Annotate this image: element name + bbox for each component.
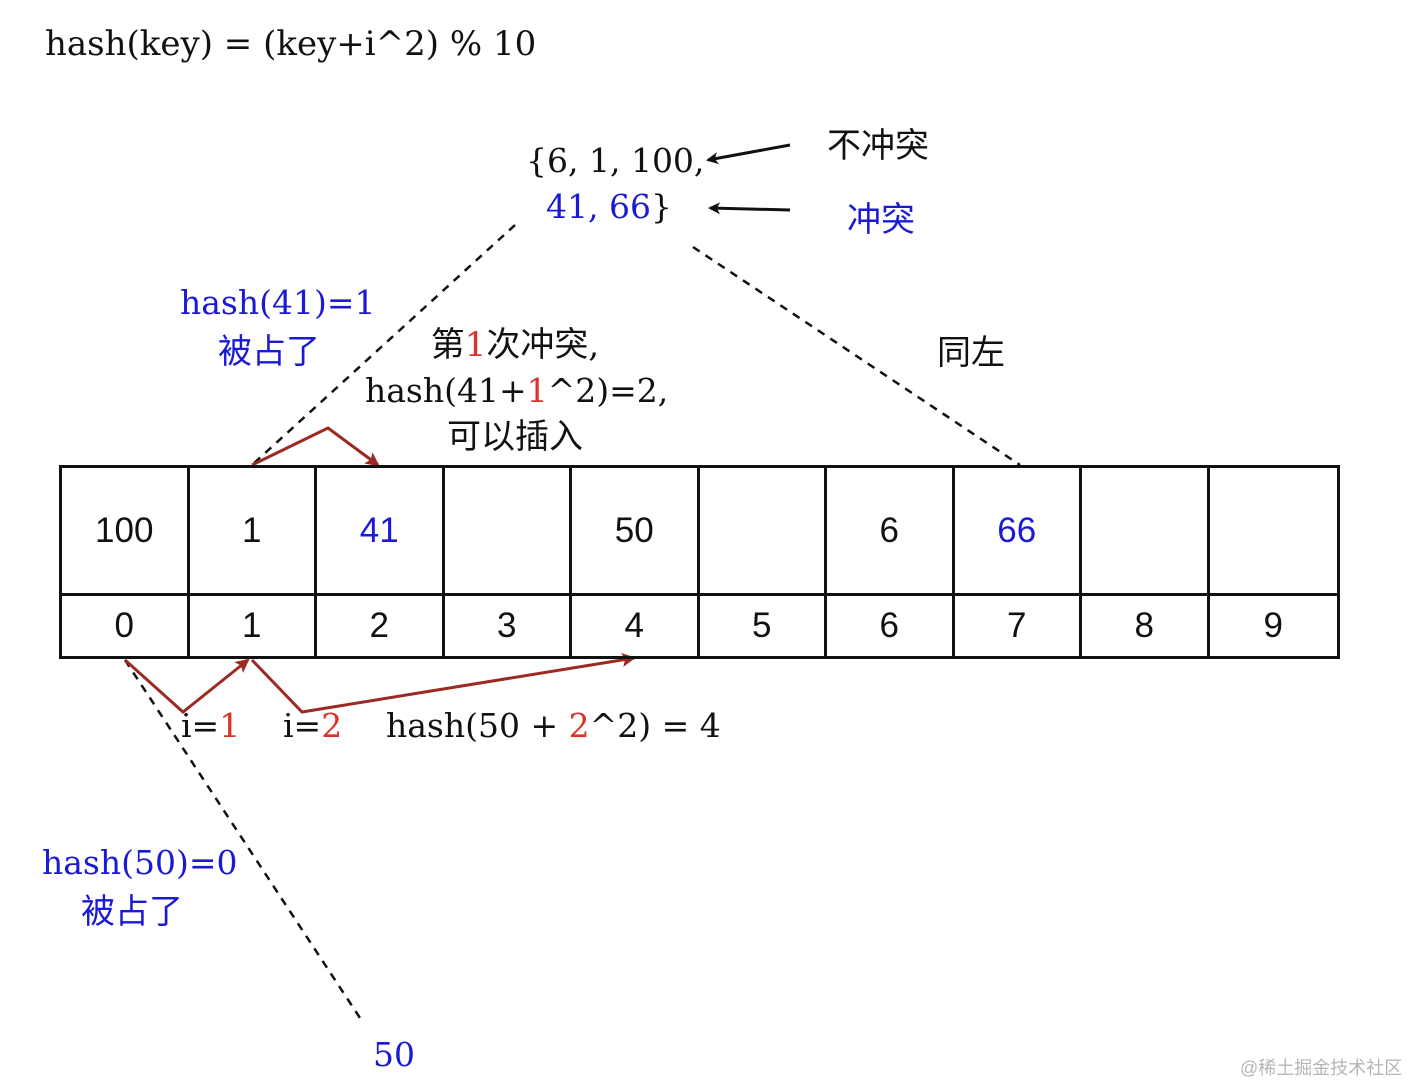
slot-value-7: 66 [954, 468, 1082, 596]
note-41-hash: hash(41)=1 [180, 283, 376, 322]
probe-41-line-1: 第1次冲突, [365, 322, 665, 368]
conflict-arrow [708, 202, 791, 215]
note-50-hash: hash(50)=0 [42, 843, 238, 882]
incoming-key-50: 50 [373, 1035, 415, 1074]
probe-50-i2-value: 2 [321, 706, 343, 745]
hash-formula: hash(key) = (key+i^2) % 10 [45, 24, 537, 64]
slot-index-2: 2 [317, 596, 445, 656]
probe-50-i1: i=1 [181, 706, 240, 745]
slot-index-0: 0 [62, 596, 190, 656]
slot-value-8 [1082, 468, 1210, 596]
legend-conflict: 冲突 [847, 200, 915, 240]
probe-50-i1-prefix: i= [181, 706, 220, 745]
probe-arrow-41 [251, 426, 380, 467]
probe-41-ordinal-suffix: 次冲突, [486, 325, 600, 365]
slot-value-3 [444, 468, 572, 596]
probe-50-i2: i=2 [283, 706, 342, 745]
probe-41-hash-suffix: ^2)=2, [547, 371, 669, 410]
probe-50-hash: hash(50 + 2^2) = 4 [386, 706, 721, 745]
probe-41-hash-i: 1 [526, 371, 548, 410]
key-set-conflict-values: 41, 66 [546, 187, 651, 226]
slot-index-5: 5 [700, 596, 827, 656]
note-66: 同左 [937, 333, 1005, 373]
note-41: hash(41)=1 被占了 [180, 283, 376, 373]
slot-value-5 [699, 468, 827, 596]
probe-arrow-50-i1 [123, 658, 250, 714]
note-41-occupied: 被占了 [218, 332, 320, 372]
slot-value-0: 100 [62, 468, 190, 596]
probe-50-hash-suffix: ^2) = 4 [589, 706, 721, 745]
slot-index-9: 9 [1263, 606, 1283, 645]
key-set-line-1: {6, 1, 100, [526, 141, 705, 180]
probe-41-hash-prefix: hash(41+ [365, 371, 527, 410]
probe-41-line-2: hash(41+1^2)=2, [365, 368, 668, 414]
probe-arrow-50-i2 [250, 653, 636, 714]
slot-index-1: 1 [190, 596, 317, 656]
hash-table: 100 1 41 50 6 66 0 1 2 3 4 5 6 7 8 9 [59, 465, 1340, 659]
slot-index-4: 4 [572, 596, 700, 656]
slot-index-6: 6 [827, 596, 955, 656]
slot-value-9 [1209, 468, 1337, 596]
note-50-occupied: 被占了 [81, 892, 183, 932]
key-set: {6, 1, 100, 41, 66} [526, 138, 704, 230]
probe-41-ordinal-prefix: 第 [430, 325, 465, 365]
legend-no-conflict: 不冲突 [827, 126, 929, 166]
dashed-link-50 [123, 659, 362, 1019]
slot-index-3: 3 [445, 596, 572, 656]
dashed-link-66 [692, 245, 1021, 467]
note-50: hash(50)=0 被占了 [42, 843, 238, 933]
slot-value-1: 1 [189, 468, 317, 596]
probe-41-line-3: 可以插入 [447, 417, 583, 457]
probe-41-note: 第1次冲突, hash(41+1^2)=2, 可以插入 [365, 322, 668, 460]
probe-41-attempt-number: 1 [464, 325, 487, 365]
slot-index-7: 7 [955, 596, 1082, 656]
probe-50-i2-prefix: i= [283, 706, 322, 745]
slot-value-2: 41 [317, 468, 445, 596]
watermark: @稀土掘金技术社区 [1240, 1058, 1403, 1078]
no-conflict-arrow [706, 143, 791, 165]
key-set-close-brace: } [650, 187, 672, 226]
probe-50-hash-prefix: hash(50 + [386, 706, 569, 745]
probe-50-hash-i: 2 [568, 706, 590, 745]
probe-50-i1-value: 1 [219, 706, 241, 745]
key-set-line-2: 41, 66} [526, 184, 704, 230]
slot-index-8: 8 [1082, 596, 1210, 656]
slot-value-6: 6 [827, 468, 955, 596]
slot-value-4: 50 [572, 468, 700, 596]
